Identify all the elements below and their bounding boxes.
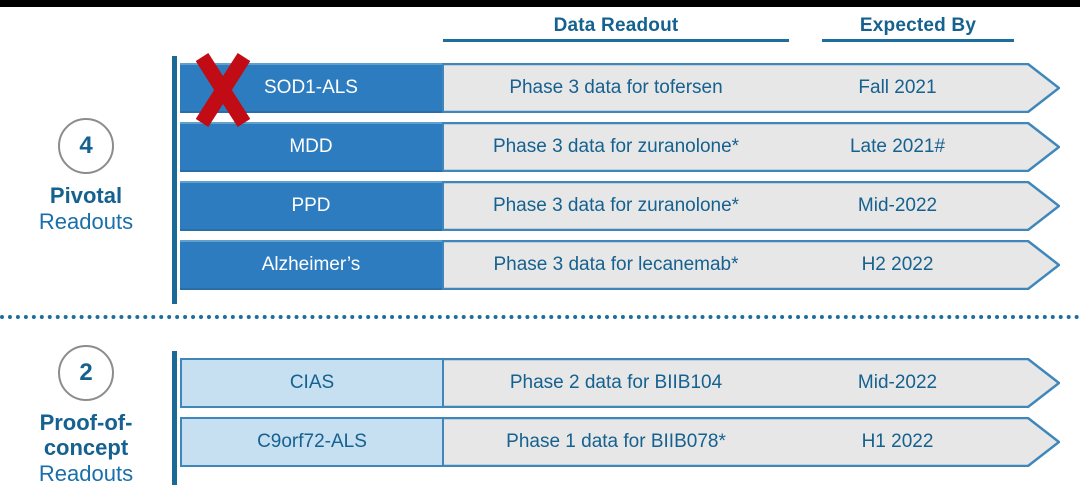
badge-column-pivotal: 4 Pivotal Readouts [6, 118, 166, 235]
row-readout-text: Phase 3 data for zuranolone* [492, 136, 740, 157]
column-header-data-readout-label: Data Readout [553, 15, 679, 36]
badge-count-circle-proof-of-concept: 2 [58, 345, 114, 401]
axis-line-proof-of-concept [172, 351, 177, 485]
table-row[interactable]: CIAS Phase 2 data for BIIB104 Mid-2022 [180, 358, 1060, 408]
section-divider [0, 315, 1080, 319]
badge-count-pivotal: 4 [79, 132, 93, 159]
badge-title-pivotal: Pivotal [49, 183, 123, 208]
table-row[interactable]: MDD Phase 3 data for zuranolone* Late 20… [180, 122, 1060, 172]
row-readout-text: Phase 3 data for lecanemab* [493, 254, 739, 275]
row-expected-text: Fall 2021 [858, 77, 937, 98]
row-readout-text: Phase 3 data for tofersen [509, 77, 723, 98]
row-readout-text: Phase 3 data for zuranolone* [492, 195, 740, 216]
section-pivotal-readouts: SOD1-ALS Phase 3 data for tofersen Fall … [0, 50, 1080, 305]
badge-subtitle-proof-of-concept: Readouts [38, 461, 134, 486]
row-program-label: MDD [180, 122, 442, 172]
table-row[interactable]: Alzheimer’s Phase 3 data for lecanemab* … [180, 240, 1060, 290]
badge-column-proof-of-concept: 2 Proof-of- concept Readouts [6, 345, 166, 487]
table-row[interactable]: C9orf72-ALS Phase 1 data for BIIB078* H1… [180, 417, 1060, 467]
row-expected-text: Mid-2022 [857, 195, 938, 216]
row-program-label: Alzheimer’s [180, 240, 442, 290]
row-expected-text: H1 2022 [861, 431, 934, 452]
row-expected-text: H2 2022 [861, 254, 934, 275]
badge-count-proof-of-concept: 2 [79, 359, 93, 386]
column-header-data-readout: Data Readout [443, 15, 789, 42]
row-program-label: C9orf72-ALS [180, 417, 442, 467]
section-proof-of-concept-readouts: CIAS Phase 2 data for BIIB104 Mid-2022 C… [0, 345, 1080, 491]
column-header-expected-by-underline [822, 39, 1014, 42]
column-header-expected-by: Expected By [822, 15, 1014, 42]
badge-subtitle-pivotal: Readouts [38, 209, 134, 234]
top-black-bar [0, 0, 1080, 7]
table-row[interactable]: SOD1-ALS Phase 3 data for tofersen Fall … [180, 63, 1060, 113]
table-row[interactable]: PPD Phase 3 data for zuranolone* Mid-202… [180, 181, 1060, 231]
row-readout-text: Phase 2 data for BIIB104 [509, 372, 723, 393]
row-expected-text: Mid-2022 [857, 372, 938, 393]
axis-line-pivotal [172, 56, 177, 304]
row-expected-text: Late 2021# [849, 136, 946, 157]
row-program-label: SOD1-ALS [180, 63, 442, 113]
row-program-label: CIAS [180, 358, 442, 408]
row-program-label: PPD [180, 181, 442, 231]
row-readout-text: Phase 1 data for BIIB078* [506, 431, 726, 452]
column-header-data-readout-underline [443, 39, 789, 42]
column-header-expected-by-label: Expected By [859, 15, 977, 36]
badge-title-proof-of-concept: Proof-of- concept [39, 410, 133, 460]
badge-count-circle-pivotal: 4 [58, 118, 114, 174]
